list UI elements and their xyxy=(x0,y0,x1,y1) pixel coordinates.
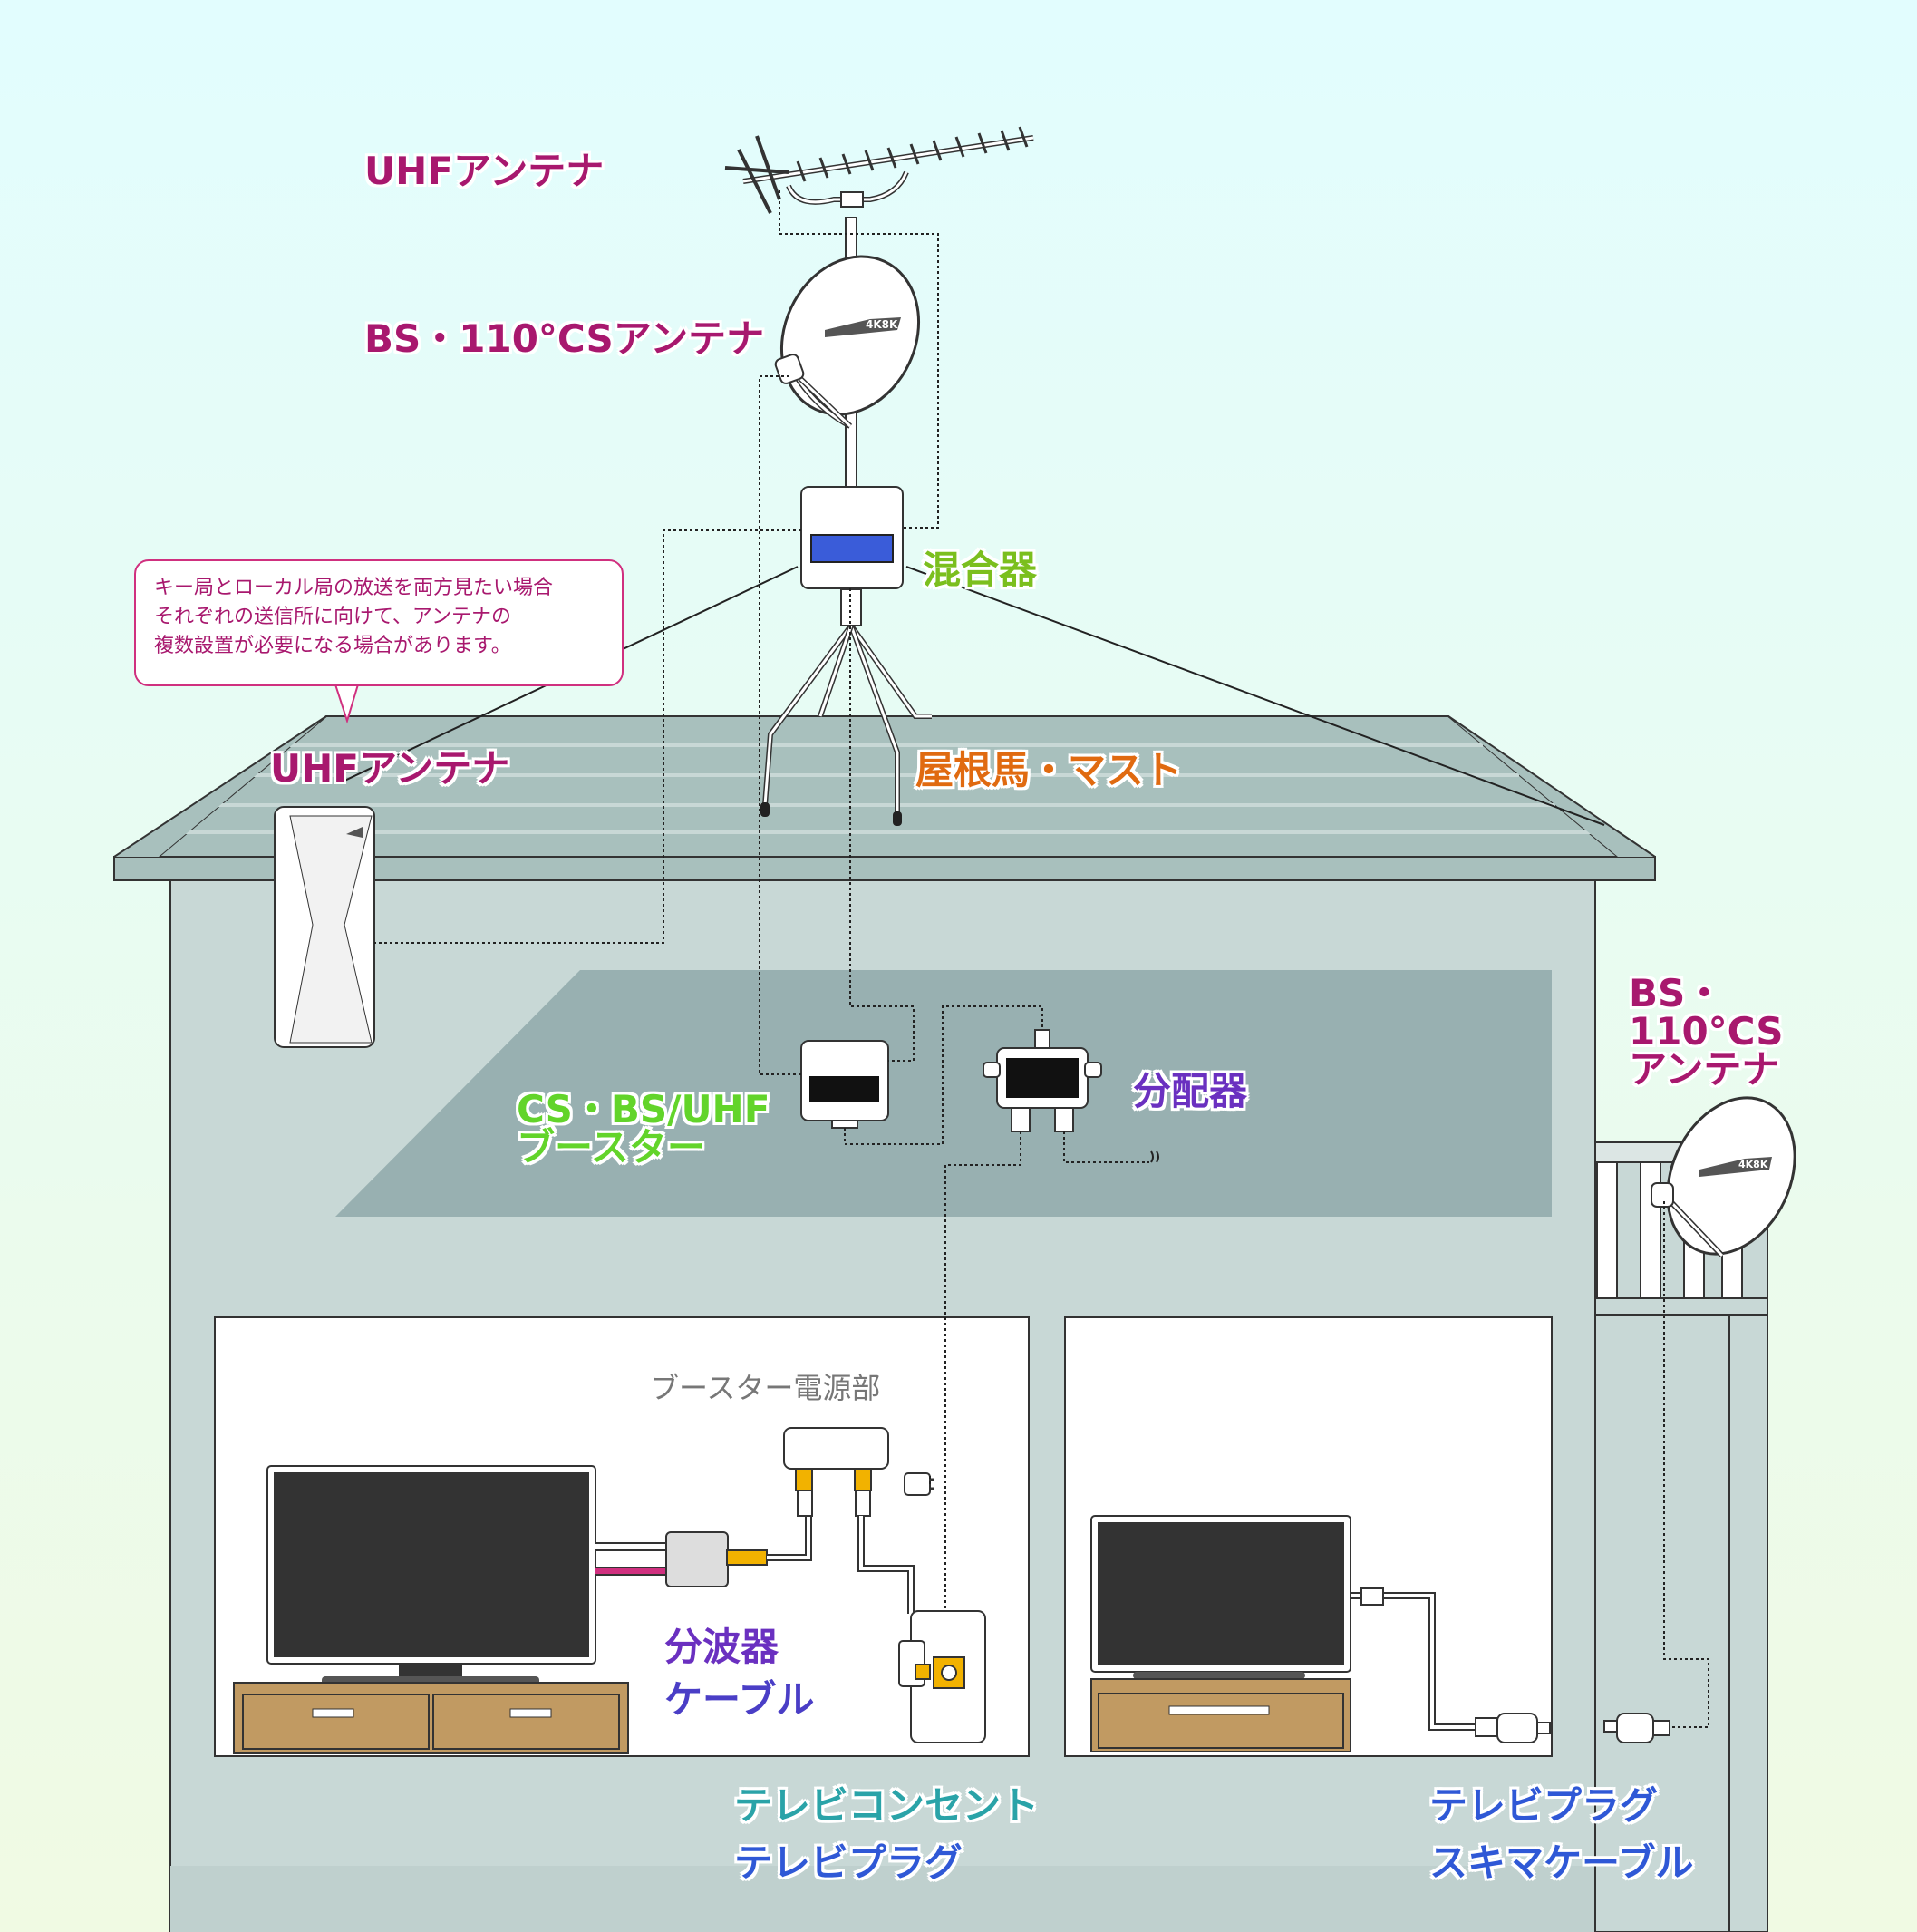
label-splitter: 分配器 xyxy=(1133,1069,1248,1113)
label-bs-cs-side-2: 110°CS xyxy=(1629,1009,1784,1053)
dotted-cables xyxy=(374,190,1709,1728)
label-tv-outlet: テレビコンセント xyxy=(734,1783,1040,1828)
label-separator: 分波器 xyxy=(664,1625,779,1669)
tv-right xyxy=(1090,1515,1670,1752)
tv-outlet xyxy=(898,1610,986,1743)
callout-line-1: キー局とローカル局の放送を両方見たい場合 xyxy=(154,577,554,599)
label-bs-cs-side-1: BS・ xyxy=(1629,971,1724,1015)
uhf-antenna-wall xyxy=(274,806,375,1048)
label-tv-plug-right: テレビプラグ xyxy=(1429,1783,1659,1828)
dish-badge-top: 4K8K xyxy=(866,318,898,331)
uhf-antenna-top xyxy=(724,126,1034,214)
label-uhf-antenna-top: UHFアンテナ xyxy=(364,149,605,193)
callout-line-2: それぞれの送信所に向けて、アンテナの xyxy=(154,605,512,628)
splitter xyxy=(983,1029,1102,1132)
label-gap-cable: スキマケーブル xyxy=(1429,1840,1694,1885)
separator xyxy=(595,1505,812,1587)
callout-note: キー局とローカル局の放送を両方見たい場合 それぞれの送信所に向けて、アンテナの … xyxy=(134,559,624,686)
balcony xyxy=(1594,1141,1768,1932)
booster-power-unit xyxy=(783,1427,934,1614)
label-booster-line1: CS・BS/UHF xyxy=(517,1087,770,1131)
tv-left xyxy=(233,1465,629,1754)
guy-wire-right xyxy=(905,566,1605,826)
bs-cs-dish-top: 4K8K xyxy=(774,255,921,429)
label-bs-cs-side-3: アンテナ xyxy=(1629,1047,1780,1092)
label-roof-mount-mast: 屋根馬・マスト xyxy=(915,748,1183,792)
label-booster-power: ブースター電源部 xyxy=(650,1371,881,1405)
dish-badge-side: 4K8K xyxy=(1738,1159,1768,1170)
label-booster-line2: ブースター xyxy=(517,1125,705,1170)
label-bs-cs-antenna-top: BS・110°CSアンテナ xyxy=(364,316,765,361)
label-mixer: 混合器 xyxy=(923,548,1038,592)
mixer xyxy=(800,486,904,589)
cable-end-mark xyxy=(1150,1150,1159,1163)
label-uhf-antenna-wall: UHFアンテナ xyxy=(270,746,510,791)
booster xyxy=(800,1040,889,1129)
label-tv-plug-left: テレビプラグ xyxy=(734,1840,963,1885)
label-cable-left: ケーブル xyxy=(664,1677,815,1722)
callout-line-3: 複数設置が必要になる場合があります。 xyxy=(154,634,511,657)
bs-cs-dish-side: 4K8K xyxy=(1651,1096,1796,1258)
